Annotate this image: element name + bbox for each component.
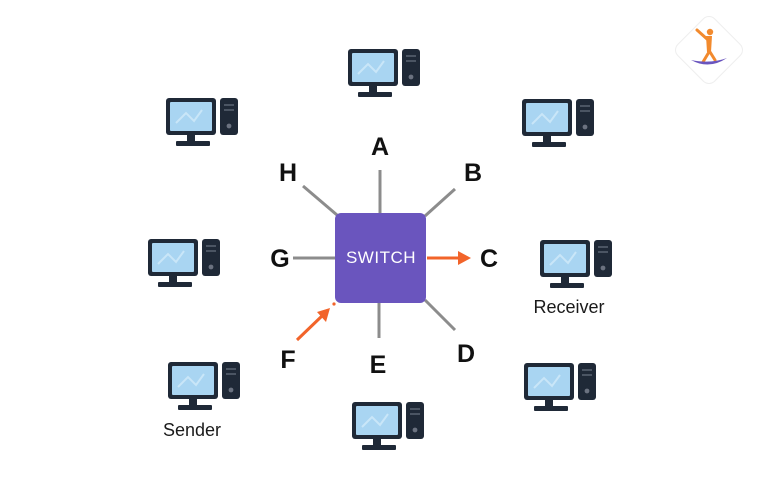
port-label-a: A (371, 133, 389, 161)
port-label-h: H (279, 159, 297, 187)
desktop-computer-icon-f (167, 361, 241, 411)
output-arrow (427, 251, 471, 265)
sender-label: Sender (163, 420, 221, 440)
link-lines (293, 170, 457, 338)
link-b (423, 187, 457, 218)
port-label-c: C (480, 245, 498, 273)
link-d (423, 298, 457, 332)
link-h (302, 184, 338, 217)
port-label-g: G (270, 245, 289, 273)
port-label-d: D (457, 340, 475, 368)
desktop-computer-icon-g (147, 238, 221, 288)
desktop-computer-icon-e (351, 401, 425, 451)
desktop-computer-icon-a (347, 48, 421, 98)
desktop-computer-icon-b (521, 98, 595, 148)
brand-logo-icon (675, 16, 743, 84)
desktop-computer-icon-h (165, 97, 239, 147)
port-label-e: E (370, 351, 387, 379)
desktop-computer-icon-d (523, 362, 597, 412)
receiver-label: Receiver (533, 297, 604, 317)
switch-label: SWITCH (346, 248, 416, 267)
switch-box (335, 213, 426, 303)
port-label-b: B (464, 159, 482, 187)
port-label-f: F (280, 346, 295, 374)
desktop-computer-icon-c (539, 239, 613, 289)
input-arrow (295, 302, 336, 342)
